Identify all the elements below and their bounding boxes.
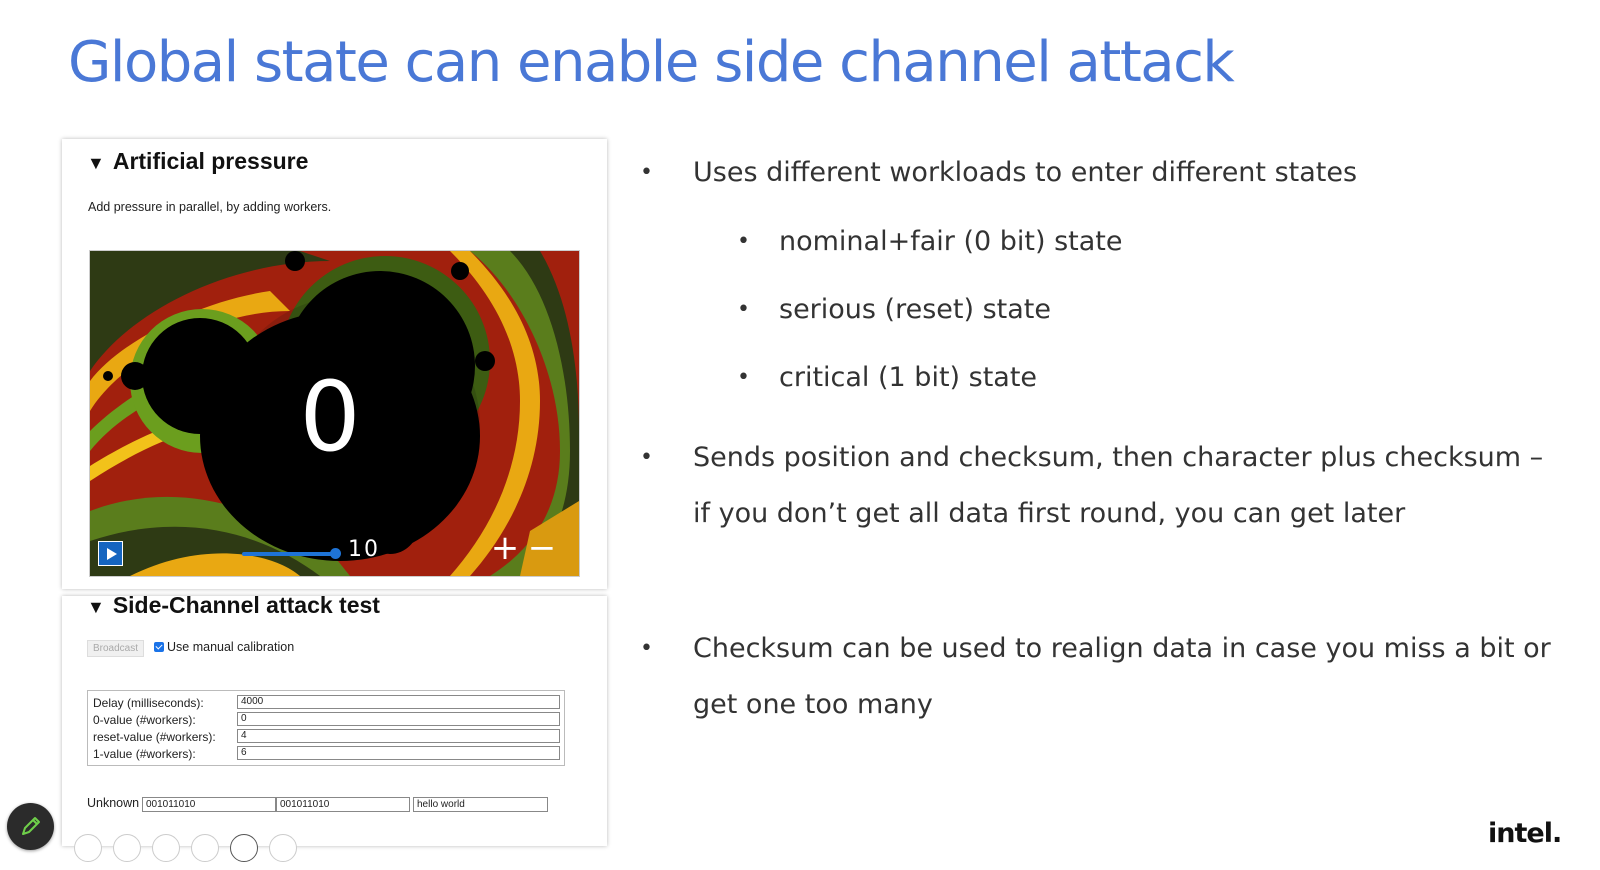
side-channel-panel: ▼ Side-Channel attack test Broadcast Use … <box>62 592 607 846</box>
bullet-dot: • <box>737 297 750 322</box>
zero-value-input[interactable]: 0 <box>237 712 560 726</box>
artificial-pressure-panel: ▼ Artificial pressure Add pressure in par… <box>62 139 607 589</box>
pen-fab-button[interactable] <box>7 803 54 850</box>
remove-worker-button[interactable]: − <box>527 528 557 568</box>
slide-title: Global state can enable side channel att… <box>68 30 1235 95</box>
manual-calibration-toggle[interactable]: Use manual calibration <box>154 640 294 654</box>
unknown-label: Unknown <box>87 796 140 810</box>
calibration-params: Delay (milliseconds): 4000 0-value (#wor… <box>87 690 565 766</box>
more-icon[interactable] <box>269 834 297 862</box>
param-row-reset: reset-value (#workers): 4 <box>93 729 563 745</box>
param-row-one: 1-value (#workers): 6 <box>93 746 563 762</box>
artificial-pressure-header[interactable]: ▼ Artificial pressure <box>87 148 308 175</box>
camera-icon[interactable] <box>230 834 258 862</box>
intel-logo: intel. <box>1488 818 1562 849</box>
param-row-zero: 0-value (#workers): 0 <box>93 712 563 728</box>
bullet-dot: • <box>737 365 750 390</box>
sub-bullet-text: critical (1 bit) state <box>779 362 1038 393</box>
manual-calibration-label: Use manual calibration <box>167 640 295 654</box>
state-counter: 0 <box>299 361 361 473</box>
broadcast-button[interactable]: Broadcast <box>87 640 145 657</box>
worker-count: 10 <box>348 537 380 562</box>
mandelbrot-fractal <box>90 251 579 576</box>
pressure-description: Add pressure in parallel, by adding work… <box>88 200 332 214</box>
unknown-text-input[interactable]: hello world <box>413 797 548 812</box>
param-row-delay: Delay (milliseconds): 4000 <box>93 695 563 711</box>
bullet-dot: • <box>640 160 653 185</box>
worker-slider-thumb[interactable] <box>330 548 341 559</box>
side-channel-header[interactable]: ▼ Side-Channel attack test <box>87 592 380 619</box>
add-worker-button[interactable]: + <box>490 528 520 568</box>
expand-triangle-icon[interactable]: ▼ <box>87 153 105 173</box>
pen-icon <box>22 817 40 835</box>
bullet-text: Sends position and checksum, then charac… <box>693 442 1544 529</box>
artificial-pressure-title: Artificial pressure <box>112 148 309 174</box>
one-value-input[interactable]: 6 <box>237 746 560 760</box>
sub-bullet-text: serious (reset) state <box>779 294 1051 325</box>
play-button[interactable] <box>98 541 123 566</box>
sub-bullet-text: nominal+fair (0 bit) state <box>779 226 1123 257</box>
reset-value-input[interactable]: 4 <box>237 729 560 743</box>
checkbox-checked-icon[interactable] <box>154 642 164 652</box>
bullet-dot: • <box>640 445 653 470</box>
param-label: 0-value (#workers): <box>93 713 196 727</box>
param-label: Delay (milliseconds): <box>93 696 204 710</box>
mandelbrot-visualization[interactable]: 0 10 + − <box>89 250 580 577</box>
param-label: reset-value (#workers): <box>93 730 216 744</box>
grid-icon[interactable] <box>113 834 141 862</box>
pencil-icon[interactable] <box>74 834 102 862</box>
bullet-dot: • <box>640 636 653 661</box>
expand-triangle-icon[interactable]: ▼ <box>87 597 105 617</box>
bullet-text: Uses different workloads to enter differ… <box>693 157 1358 188</box>
unknown-bits-input-2[interactable]: 001011010 <box>276 797 410 812</box>
delay-input[interactable]: 4000 <box>237 695 560 709</box>
param-label: 1-value (#workers): <box>93 747 196 761</box>
bullet-text: Checksum can be used to realign data in … <box>693 633 1551 720</box>
captions-icon[interactable] <box>191 834 219 862</box>
side-channel-title: Side-Channel attack test <box>112 592 380 618</box>
bullet-dot: • <box>737 229 750 254</box>
search-icon[interactable] <box>152 834 180 862</box>
unknown-bits-input-1[interactable]: 001011010 <box>142 797 276 812</box>
worker-slider[interactable] <box>242 552 338 556</box>
